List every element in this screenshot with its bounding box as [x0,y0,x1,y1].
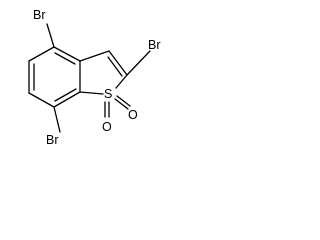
bond-c7a-c3a [53,46,81,62]
bond-c6-c7-inner [54,88,77,102]
bond-c3-c2-inner [107,56,123,77]
bond-c5-c6 [28,92,55,108]
bromine-label-top-right: Br [148,38,161,52]
bond-c2-s [115,74,128,89]
bond-c7-br [53,106,61,133]
bond-s-o-right-b [114,98,129,110]
bromine-label-bottom: Br [46,133,59,147]
bond-c3-c2 [108,50,128,76]
bond-s-c7a [79,91,104,95]
bond-s-o-right-a [116,95,131,107]
bond-c2-br [126,50,151,76]
oxygen-label-right: O [128,108,138,122]
oxygen-label-bottom: O [102,120,112,134]
bond-c7a-c3 [79,50,110,62]
bond-c4-br [46,23,55,48]
structure-canvas: Br Br Br S O O [0,0,182,169]
molecule-drawing: Br Br Br S O O [28,8,161,147]
sulfur-label: S [104,87,112,101]
bond-c3a-c4 [28,46,55,62]
bromine-label-top-left: Br [33,8,46,22]
bond-c6-c7 [53,91,81,108]
bond-c7a-c3a-inner [54,52,76,65]
